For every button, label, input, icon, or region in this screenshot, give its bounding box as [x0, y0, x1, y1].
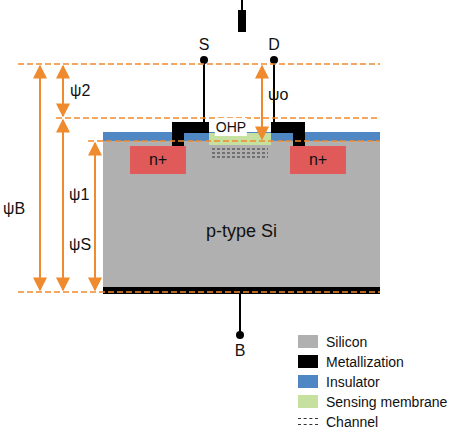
- legend-swatch: [298, 375, 318, 388]
- legend-row: Sensing membrane: [298, 393, 447, 410]
- legend-swatch: [298, 355, 318, 368]
- legend-swatch: [298, 418, 318, 425]
- n-plus-region: n+: [130, 146, 186, 174]
- metallization: [103, 10, 380, 294]
- terminal-wire: [204, 0, 274, 334]
- region-label: n+: [130, 151, 186, 169]
- plane-label: OHP: [215, 118, 247, 136]
- potential-label: ψB: [3, 200, 25, 218]
- terminal-label: B: [235, 342, 246, 360]
- terminal-label: D: [268, 36, 280, 54]
- region-label: n+: [290, 151, 346, 169]
- potential-label: ψ1: [69, 186, 89, 204]
- potential-label: ψ2: [70, 82, 90, 100]
- legend-text: Channel: [326, 414, 378, 430]
- legend-row: Metallization: [298, 353, 404, 370]
- legend-text: Sensing membrane: [326, 394, 447, 410]
- silicon-body: [103, 141, 380, 290]
- legend-text: Insulator: [326, 374, 380, 390]
- legend-text: Metallization: [326, 354, 404, 370]
- potential-label: ψS: [69, 236, 91, 254]
- terminal-dot: [200, 56, 278, 339]
- region-label: p-type Si: [103, 221, 380, 242]
- potential-arrow: [40, 66, 262, 290]
- n-plus-region: n+: [290, 146, 346, 174]
- channel: [212, 149, 268, 157]
- legend-swatch: [298, 335, 318, 348]
- potential-label: ψo: [268, 86, 288, 104]
- potential-level-line: [18, 64, 380, 292]
- silicon-region: p-type Si n+ n+: [103, 141, 380, 290]
- legend-text: Silicon: [326, 334, 367, 350]
- legend-swatch: [298, 395, 318, 408]
- legend-row: Silicon: [298, 333, 367, 350]
- terminal-label: S: [199, 36, 210, 54]
- legend-row: Insulator: [298, 373, 380, 390]
- legend-row: Channel: [298, 413, 378, 430]
